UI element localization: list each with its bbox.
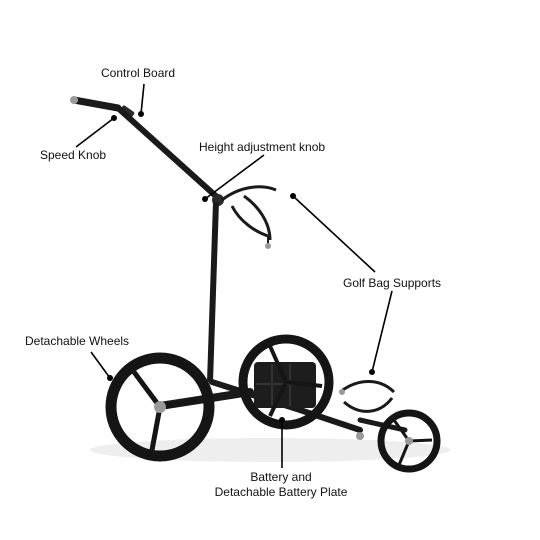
label-control-board: Control Board [101,66,176,80]
leader-control-board [138,83,145,117]
upper-bag-support [221,185,277,249]
small-front-wheel [377,409,441,473]
label-battery-line1: Battery and [250,470,312,484]
label-battery-line2: Detachable Battery Plate [214,485,348,499]
control-board-part [119,105,135,119]
lower-bag-support [339,380,396,413]
label-height-adjustment-knob: Height adjustment knob [199,140,326,154]
handle [70,96,221,201]
label-golf-bag-supports: Golf Bag Supports [343,276,442,290]
leader-height-knob [202,154,265,202]
mast [207,201,219,383]
leader-speed-knob [75,115,117,148]
leader-golf-bag-supports [290,193,393,375]
label-battery: Battery and Detachable Battery Plate [196,470,366,500]
label-speed-knob: Speed Knob [40,148,107,162]
leader-battery [279,417,285,468]
front-left-wheel [105,352,215,462]
label-detachable-wheels: Detachable Wheels [25,334,130,348]
leader-detachable-wheels [90,351,113,381]
rear-right-wheel [238,334,334,430]
